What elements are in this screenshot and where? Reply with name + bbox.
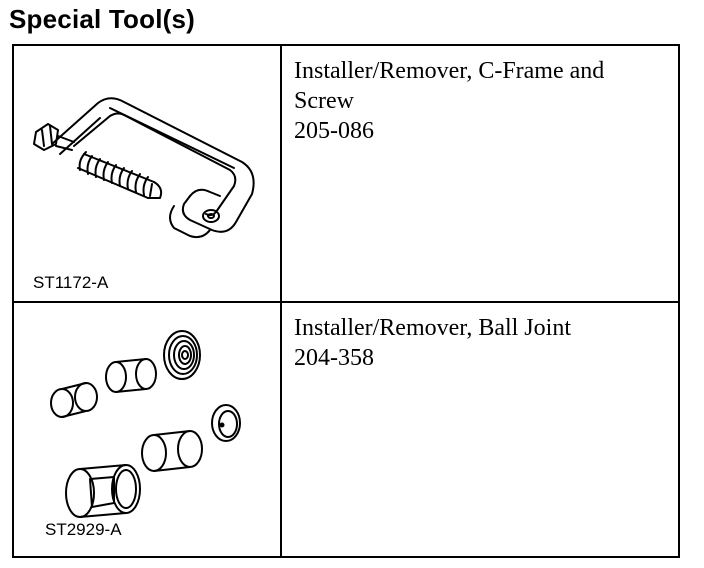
tool-name-continued: Screw: [294, 88, 354, 114]
ball-joint-adapters-icon: [14, 303, 280, 556]
tool-image-cell: ST2929-A: [14, 303, 282, 556]
section-heading: Special Tool(s): [9, 4, 195, 34]
tool-description: Installer/Remover, C-Frame and Screw 205…: [294, 56, 674, 146]
special-tools-table: ST1172-A Installer/Remover, C-Frame and …: [12, 44, 680, 558]
figure-label: ST2929-A: [45, 520, 122, 539]
tool-name: Installer/Remover, Ball Joint: [294, 315, 571, 341]
tool-name: Installer/Remover, C-Frame and: [294, 58, 605, 84]
tool-part-number: 205-086: [294, 118, 374, 144]
tool-row-c-frame: ST1172-A Installer/Remover, C-Frame and …: [14, 46, 678, 303]
tool-row-ball-joint: ST2929-A Installer/Remover, Ball Joint 2…: [14, 303, 678, 556]
tool-image-cell: ST1172-A: [14, 46, 282, 301]
tool-description: Installer/Remover, Ball Joint 204-358: [294, 313, 674, 373]
figure-label: ST1172-A: [33, 273, 109, 292]
c-frame-screw-icon: [14, 46, 280, 301]
tool-part-number: 204-358: [294, 345, 374, 371]
